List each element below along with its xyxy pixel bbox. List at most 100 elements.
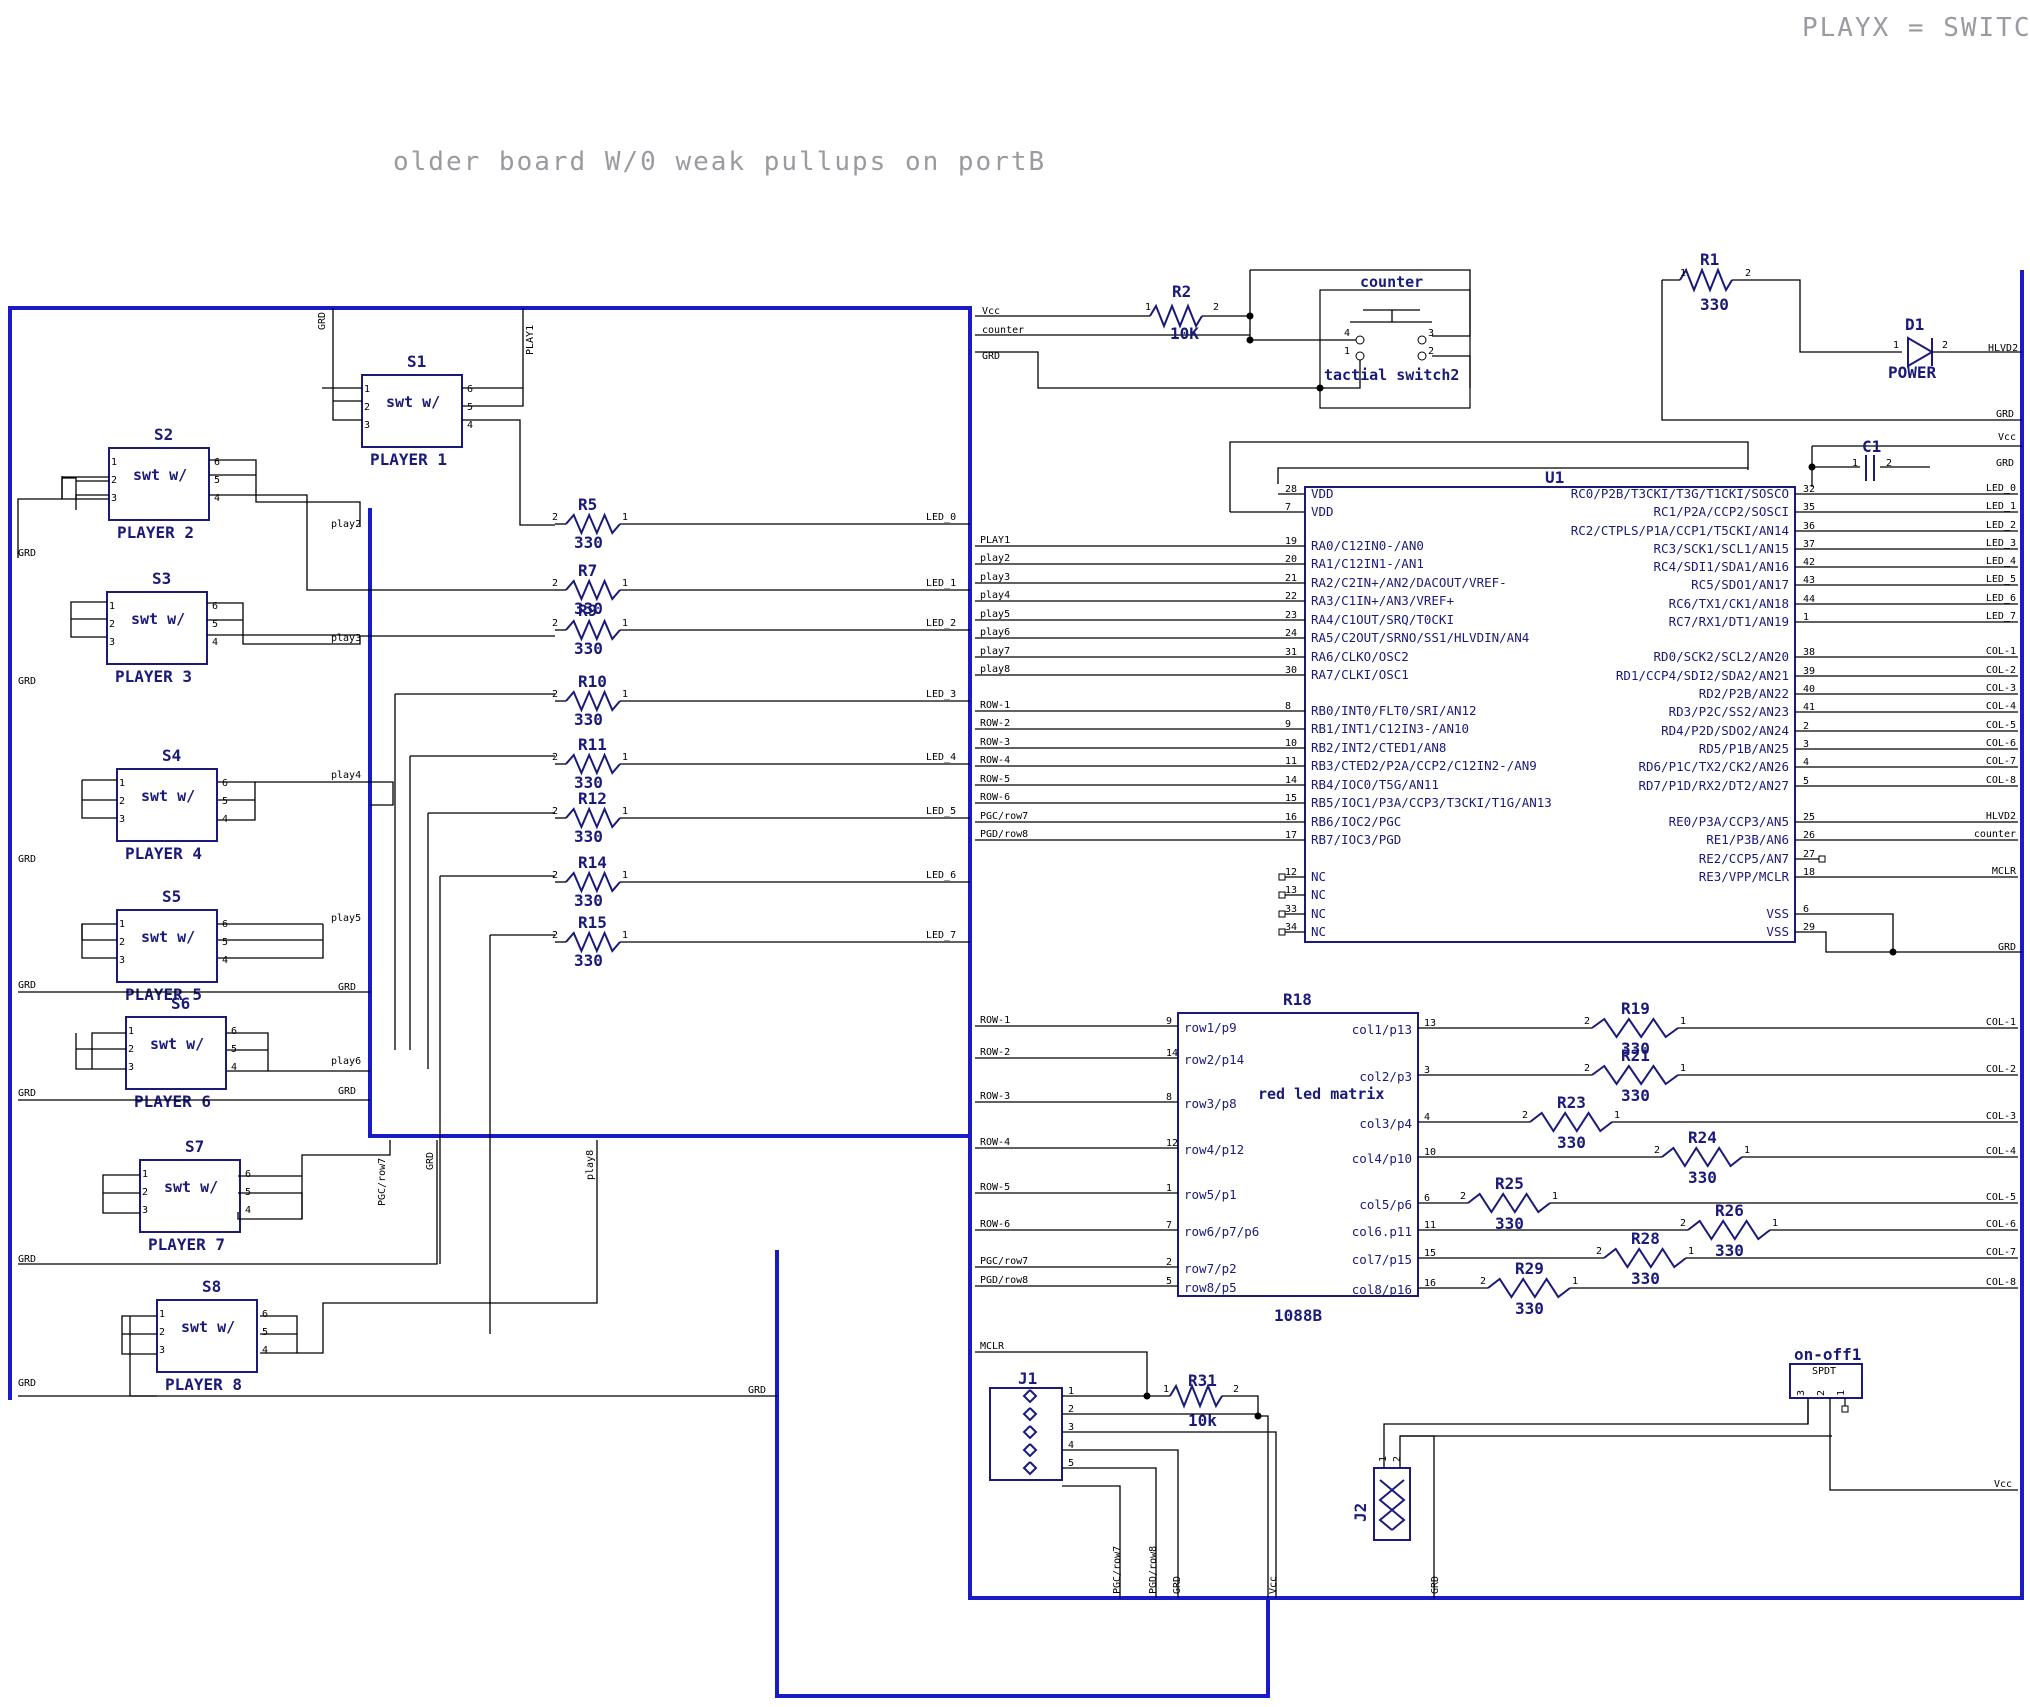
u1-pin-num: 22 [1285, 591, 1297, 602]
matrix-col-name: col2/p3 [1359, 1069, 1412, 1084]
switch-player-label: PLAYER 4 [125, 844, 202, 863]
u1-pin-name: RA0/C12IN0-/AN0 [1311, 538, 1424, 553]
u1-pin-num: 40 [1803, 684, 1815, 695]
led-net-label: LED_7 [926, 930, 956, 941]
d1-name: POWER [1888, 363, 1937, 382]
u1-pin-name: NC [1311, 924, 1326, 939]
u1-pin-num: 33 [1285, 904, 1297, 915]
u1-net-label: play3 [980, 572, 1010, 583]
led-net-label: LED_3 [926, 689, 956, 700]
switch-pin: 3 [142, 1205, 148, 1216]
switch-pin: 2 [142, 1187, 148, 1198]
switch-pin: 2 [109, 619, 115, 630]
switch-body[interactable] [125, 1016, 227, 1090]
switch-body[interactable] [106, 591, 208, 665]
r1-value: 330 [1700, 295, 1729, 314]
svg-text:1: 1 [622, 512, 628, 523]
resistor-value: 330 [574, 599, 603, 618]
u1-pin-num: 9 [1285, 719, 1291, 730]
resistor-value: 330 [574, 710, 603, 729]
u1-pin-num: 17 [1285, 830, 1297, 841]
counter-label: counter [982, 325, 1024, 336]
svg-text:2: 2 [1584, 1016, 1590, 1027]
u1-pin-num: 32 [1803, 484, 1815, 495]
matrix-row-name: row7/p2 [1184, 1261, 1237, 1276]
svg-text:1: 1 [1552, 1191, 1558, 1202]
tact-pin: 2 [1428, 346, 1434, 357]
switch-pin: 5 [212, 619, 218, 630]
switch-body[interactable] [116, 768, 218, 842]
matrix-row-name: row1/p9 [1184, 1020, 1237, 1035]
u1-pin-name: RD0/SCK2/SCL2/AN20 [1654, 649, 1789, 664]
switch-pin: 3 [111, 493, 117, 504]
led-net-label: LED_4 [926, 752, 956, 763]
matrix-pin-num: 12 [1166, 1138, 1178, 1149]
u1-pin-num: 5 [1803, 776, 1809, 787]
u1-net-label: HLVD2 [1986, 811, 2016, 822]
matrix-pin-num: 10 [1424, 1147, 1436, 1158]
ground-label: GRD [18, 980, 36, 991]
r31-value: 10k [1188, 1411, 1217, 1430]
switch-pin: 5 [222, 796, 228, 807]
svg-text:2: 2 [1680, 1218, 1686, 1229]
matrix-name: red led matrix [1258, 1085, 1384, 1103]
svg-text:1: 1 [622, 689, 628, 700]
switch-body[interactable] [361, 374, 463, 448]
matrix-net-label: COL-6 [1986, 1219, 2016, 1230]
svg-text:2: 2 [1654, 1145, 1660, 1156]
svg-text:2: 2 [552, 512, 558, 523]
u1-pin-num: 35 [1803, 502, 1815, 513]
switch-body[interactable] [108, 447, 210, 521]
resistor-ref: R15 [578, 913, 607, 932]
u1-pin-name: VDD [1311, 504, 1334, 519]
matrix-net-label: COL-3 [1986, 1111, 2016, 1122]
bus-lines [8, 270, 2024, 1698]
switch-body-text: swt w/ [386, 393, 440, 411]
switch-body[interactable] [139, 1159, 241, 1233]
svg-text:2: 2 [552, 689, 558, 700]
switch-body[interactable] [116, 909, 218, 983]
svg-text:2: 2 [552, 806, 558, 817]
play-label: play5 [331, 913, 361, 924]
switch-body[interactable] [156, 1299, 258, 1373]
u1-pin-name: RA7/CLKI/OSC1 [1311, 667, 1409, 682]
switch-pin: 6 [214, 457, 220, 468]
svg-text:1: 1 [622, 930, 628, 941]
svg-text:1: 1 [1145, 302, 1151, 313]
j1-pin-num: 5 [1068, 1458, 1074, 1469]
resistor-value: 330 [574, 827, 603, 846]
u1-pin-num: 21 [1285, 573, 1297, 584]
matrix-net-label: ROW-5 [980, 1182, 1010, 1193]
switch-ref: S1 [407, 352, 426, 371]
ground-label: GRD [18, 1378, 36, 1389]
u1-net-label: LED_7 [1986, 611, 2016, 622]
u1-net-label: play5 [980, 609, 1010, 620]
matrix-net-label: ROW-2 [980, 1047, 1010, 1058]
u1-pin-num: 1 [1803, 612, 1809, 623]
onoff-section: on-off1 SPDT 3 2 1 Vcc [1789, 1345, 2018, 1491]
switch-pin: 1 [142, 1169, 148, 1180]
u1-ref: U1 [1545, 468, 1564, 487]
vcc-label: Vcc [1994, 1479, 2012, 1490]
svg-text:1: 1 [1572, 1276, 1578, 1287]
u1-pin-name: RA2/C2IN+/AN2/DACOUT/VREF- [1311, 575, 1507, 590]
pgc-label: PGC/row7 [1112, 1546, 1123, 1594]
play-label: play2 [331, 519, 361, 530]
svg-text:1: 1 [1614, 1110, 1620, 1121]
svg-text:1: 1 [1163, 1384, 1169, 1395]
hlvd2-label: HLVD2 [1988, 343, 2018, 354]
c1-section: C1 1 2 [1229, 437, 2022, 513]
matrix-net-label: COL-8 [1986, 1277, 2016, 1288]
matrix-col-res-value: 330 [1621, 1039, 1650, 1058]
matrix-col-res-ref: R26 [1715, 1201, 1744, 1220]
ground-label: GRD [18, 676, 36, 687]
